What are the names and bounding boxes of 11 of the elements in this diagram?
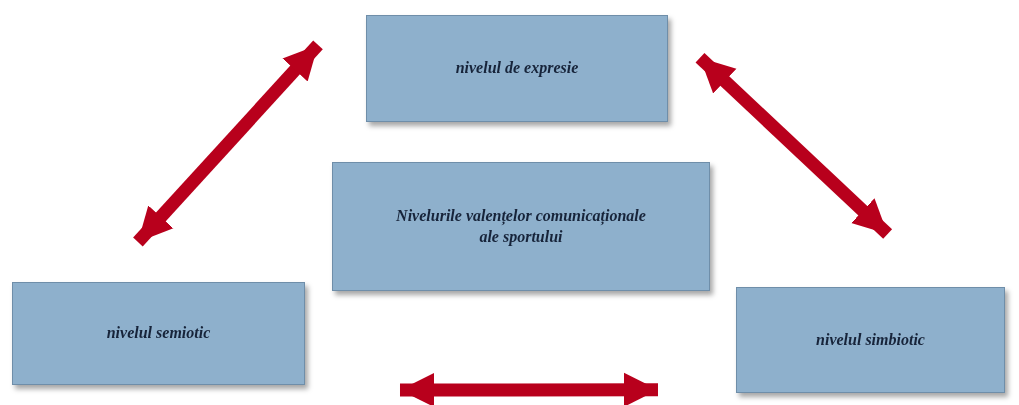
node-label: nivelul simbiotic [816,329,925,350]
text-box [332,162,710,291]
double-arrow [133,40,323,247]
node-label: Nivelurile valențelor comunicaționale ale sportului [395,205,647,248]
double-arrow [695,53,893,239]
node-label: nivelul semiotic [106,323,211,344]
double-arrow [400,372,658,405]
node-label: nivelul de expresie [455,58,579,79]
text-box [366,15,668,122]
text-box [736,287,1005,393]
text-box [12,282,305,385]
